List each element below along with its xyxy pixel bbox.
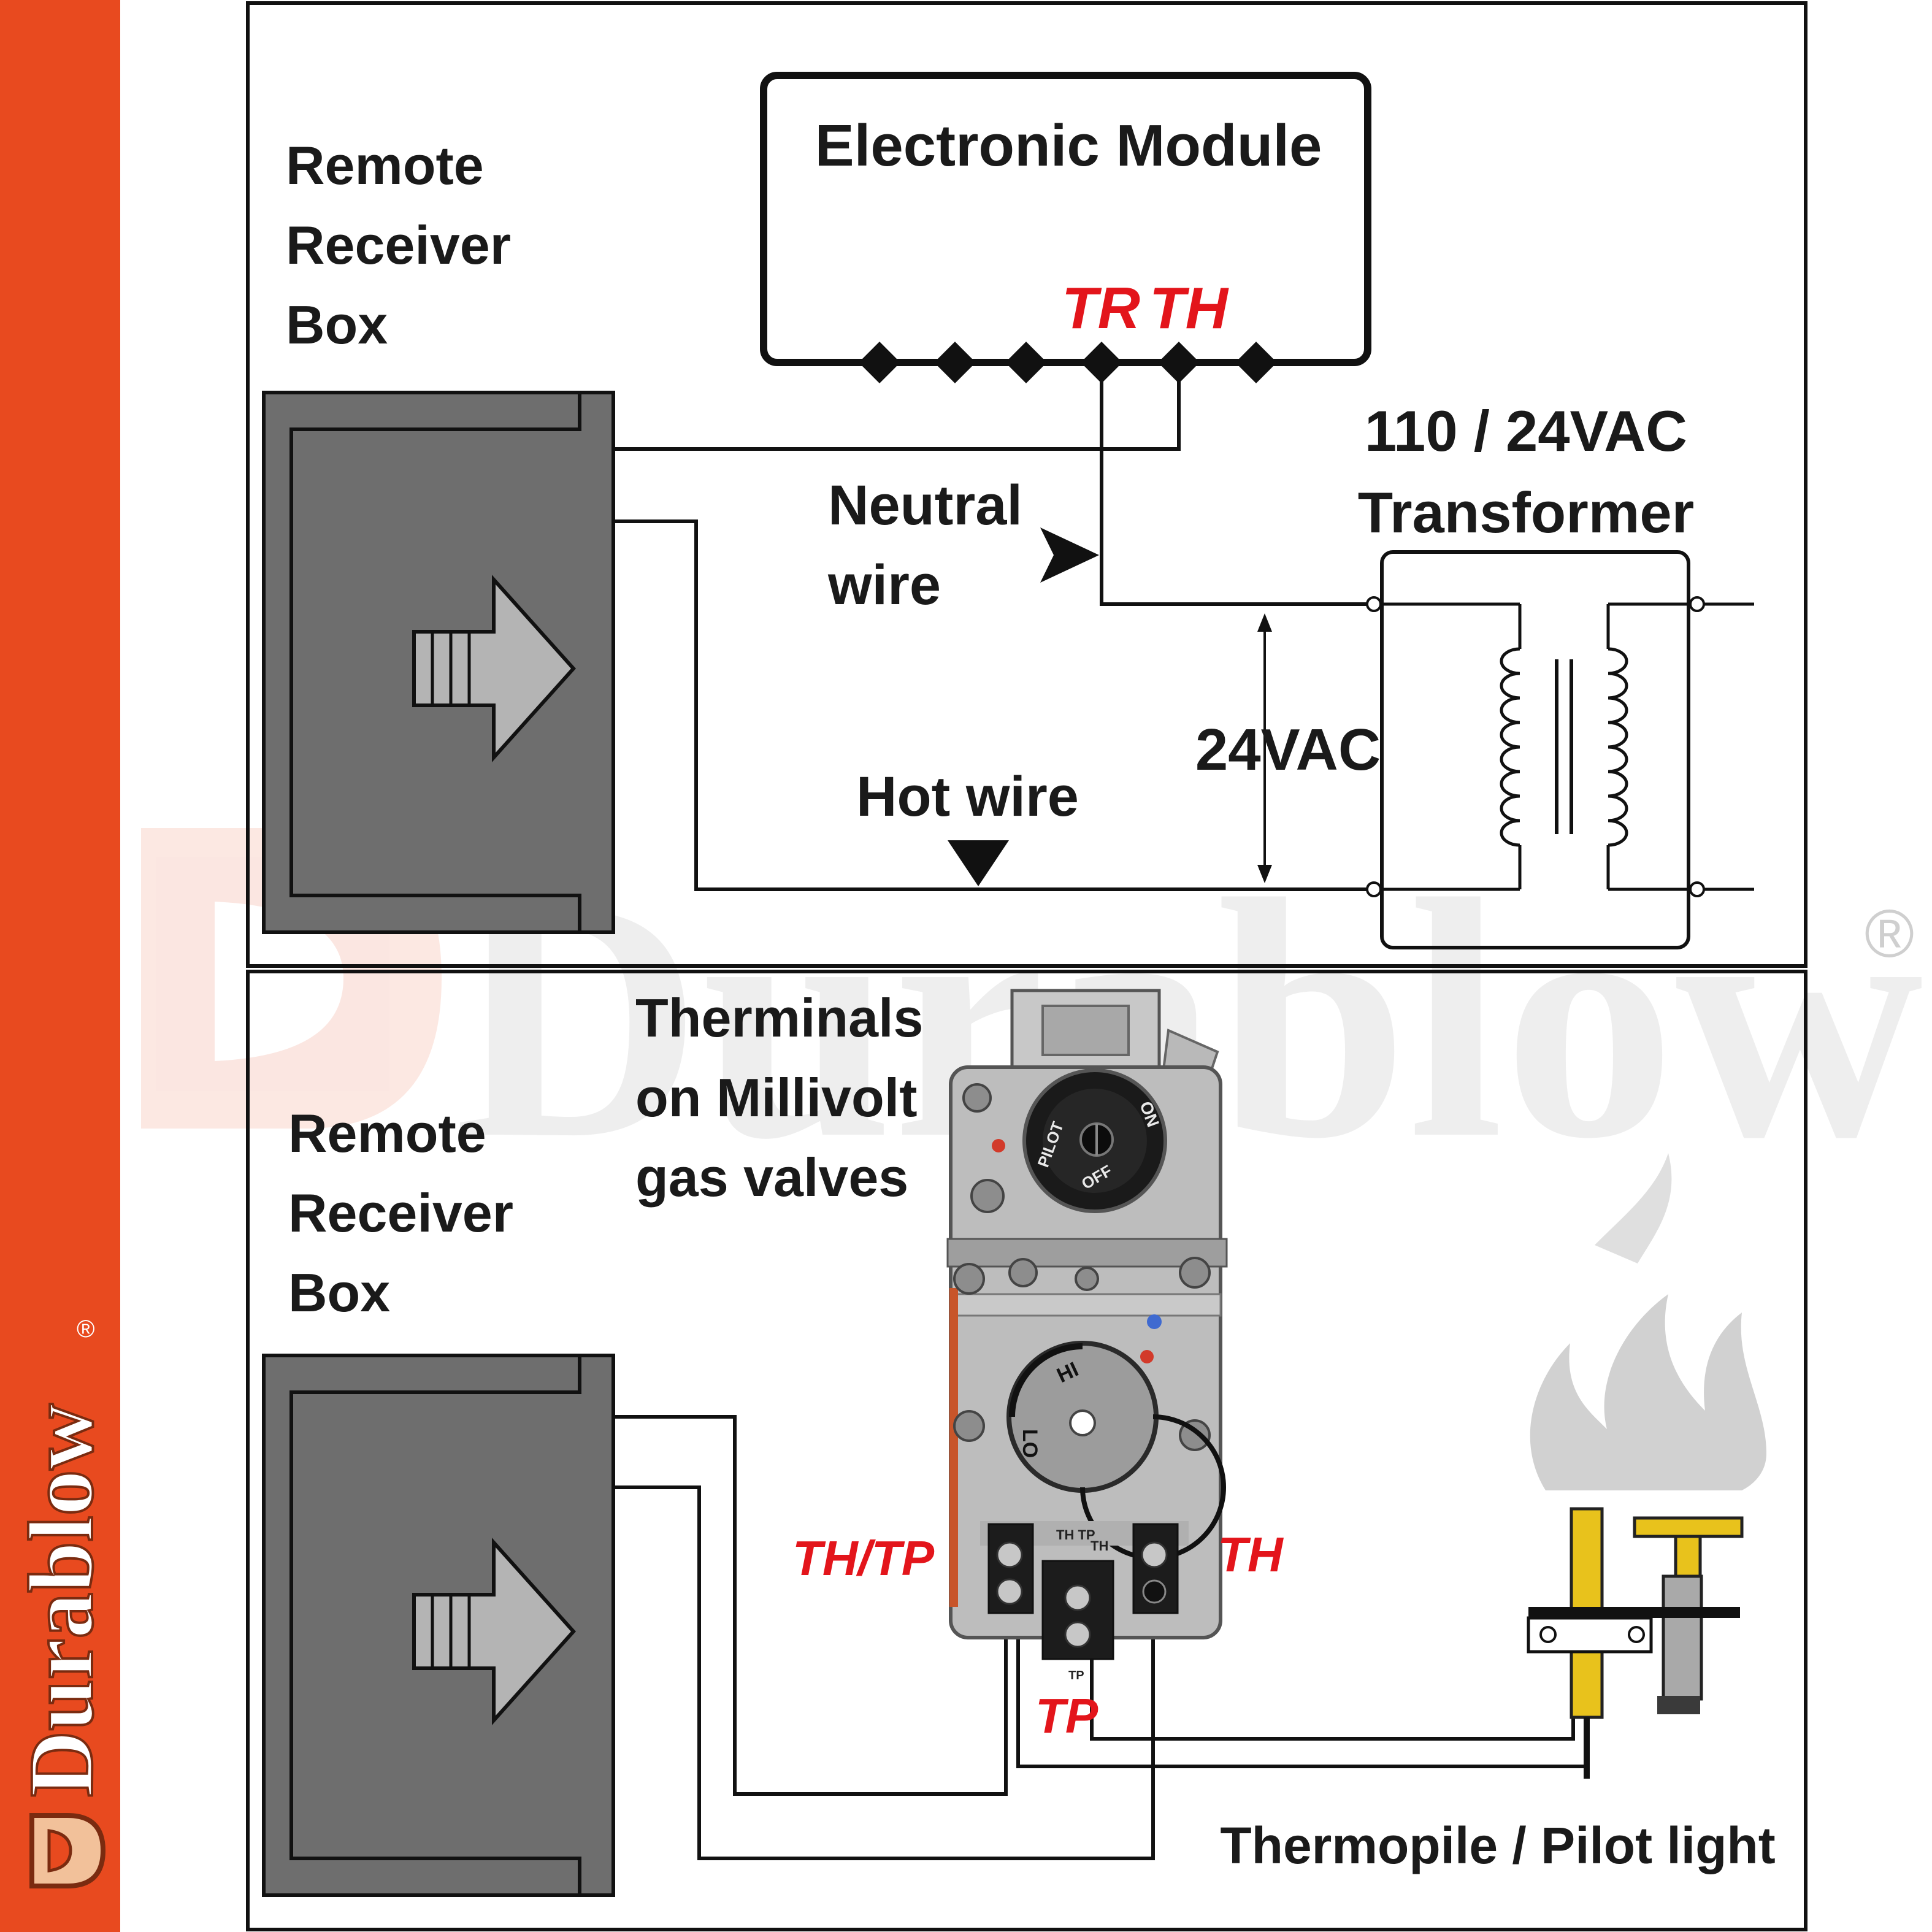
terminal-label-tr: TR [1062,275,1140,341]
svg-text:Receiver: Receiver [286,215,511,275]
strip-registered-mark: ® [77,1316,94,1343]
svg-text:Box: Box [288,1262,390,1323]
flame-icon [1530,1153,1766,1490]
neutral-wire [1100,362,1374,606]
svg-text:on Millivolt: on Millivolt [635,1067,918,1128]
svg-text:Box: Box [286,294,388,355]
brand-strip [0,0,120,1932]
svg-text:gas valves: gas valves [635,1147,908,1208]
top-receiver-box-label: Remote Receiver Box [286,135,511,355]
transformer: 110 / 24VAC Transformer [1358,399,1754,949]
neutral-label-line1: Neutral [828,474,1022,537]
bottom-remote-receiver-box [262,1354,615,1897]
thermopile-pilot-icon [1527,1507,1744,1779]
pilot-knob-icon: ON PILOT OFF [1022,1068,1167,1213]
watermark-registered-mark: ® [1865,896,1914,972]
wire-receiver-to-th [613,1485,1155,1860]
svg-text:TH: TH [1091,1538,1108,1554]
svg-text:TP: TP [1068,1669,1084,1682]
hot-wire [613,519,1374,891]
millivolt-gas-valve: ON PILOT OFF HI LO TH TP TH TP [946,989,1228,1682]
module-label: Electronic Module [815,113,1322,178]
electronic-module: Electronic Module TR TH [760,72,1371,383]
svg-text:Therminals: Therminals [635,987,923,1048]
wire-thermopile-2 [1090,1631,1575,1741]
svg-text:Remote: Remote [286,135,484,196]
svg-text:LO: LO [1018,1429,1041,1458]
terminal-label-th-bottom: TH [1217,1527,1284,1582]
strip-brand-name: Durablow [10,1403,112,1797]
terminal-label-th: TH [1149,275,1229,341]
svg-text:TH TP: TH TP [1056,1527,1095,1543]
hot-pointer-icon [948,840,1009,886]
bottom-receiver-box-label: Remote Receiver Box [288,1103,513,1323]
terminal-label-thtp: TH/TP [792,1531,935,1585]
wire-receiver-to-thtp [613,1415,1008,1796]
svg-text:Remote: Remote [288,1103,486,1163]
voltage-label: 24VAC [1195,717,1381,783]
bottom-panel-border [246,970,1807,1931]
valve-label: Therminals on Millivolt gas valves [635,987,923,1208]
transformer-label-line2: Transformer [1358,480,1695,545]
wire-receiver-to-th [613,362,1181,451]
hot-wire-label: Hot wire [856,765,1079,828]
neutral-pointer-icon [1040,527,1099,583]
top-panel-border [246,1,1807,968]
voltage-dimension: 24VAC [1195,613,1381,883]
strip-logo-icon [29,1813,106,1888]
terminal-label-tp: TP [1035,1689,1098,1743]
svg-text:Receiver: Receiver [288,1183,513,1243]
thermopile-label: Thermopile / Pilot light [1220,1817,1775,1874]
transformer-label-line1: 110 / 24VAC [1365,399,1687,463]
top-remote-receiver-box [262,391,615,934]
neutral-label-line2: wire [827,554,941,616]
